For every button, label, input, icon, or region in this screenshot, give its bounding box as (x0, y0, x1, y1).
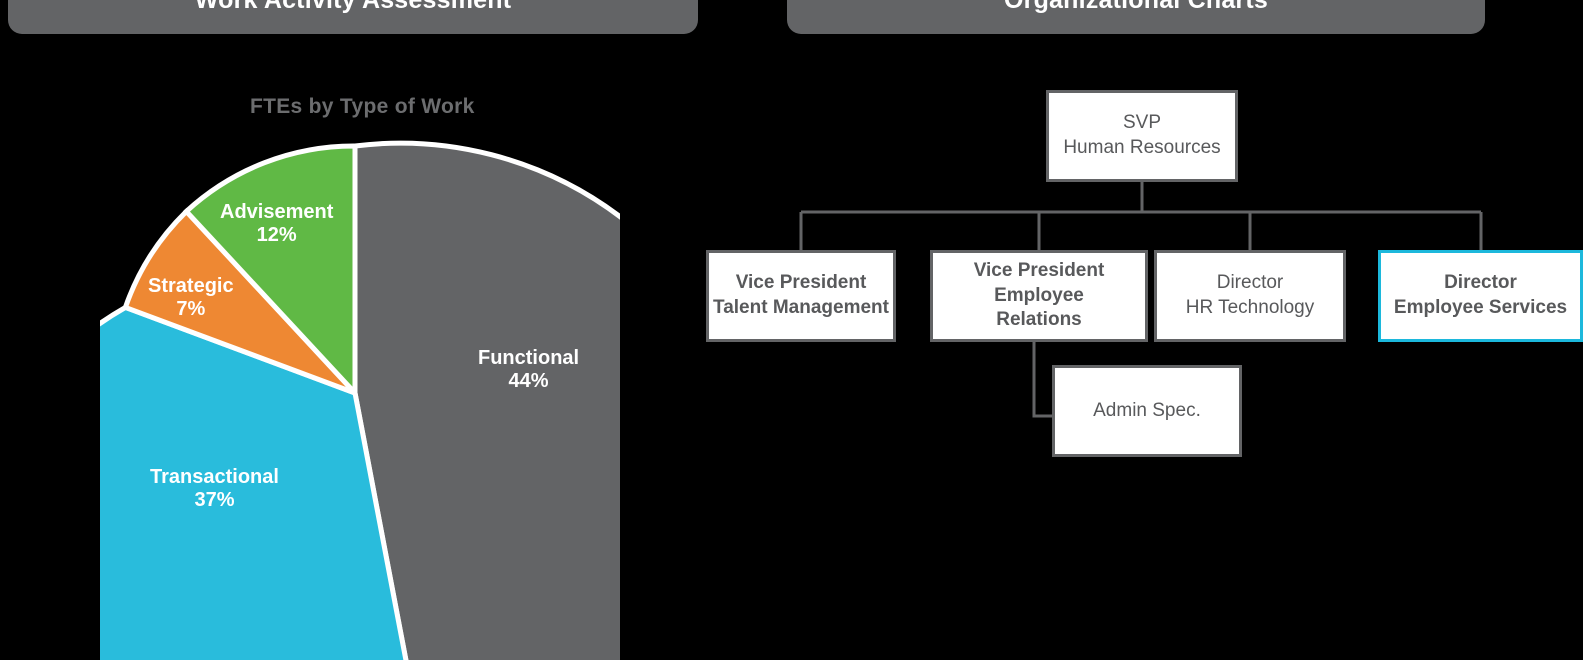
org-node-director-hr-technology-text: Director HR Technology (1186, 271, 1315, 320)
org-node-vice-president-talent-management-text: Vice President Talent Management (713, 271, 889, 320)
org-node-admin-spec-text: Admin Spec. (1093, 399, 1201, 424)
org-node-svp-human-resources[interactable]: SVP Human Resources (1046, 90, 1238, 182)
org-node-admin-spec[interactable]: Admin Spec. (1052, 365, 1242, 457)
org-node-vice-president-talent-management-line2: Talent Management (713, 297, 889, 318)
org-node-vice-president-talent-management-line1: Vice President (735, 272, 867, 294)
pie-chart-svg (100, 140, 620, 660)
pie-slice-advisement[interactable] (182, 143, 358, 400)
org-node-director-employee-services-line2: Employee Services (1393, 297, 1568, 318)
org-node-vice-president-employee-relations-line1: Vice President (973, 259, 1105, 281)
panel-header-work-activity-assessment-label: Work Activity Assessment (195, 0, 512, 15)
org-node-director-employee-services-line1: Director (1444, 272, 1517, 294)
panel-header-organizational-charts: Organizational Charts (787, 0, 1485, 34)
org-node-vice-president-talent-management[interactable]: Vice President Talent Management (706, 250, 896, 342)
pie-slice-transactional[interactable] (100, 304, 446, 660)
org-node-svp-human-resources-line2: Human Resources (1063, 137, 1221, 158)
org-node-director-employee-services-text: Director Employee Services (1394, 271, 1567, 320)
org-node-director-hr-technology-line2: HR Technology (1185, 297, 1315, 318)
org-node-vice-president-employee-relations-line2: Employee (994, 284, 1084, 306)
org-node-director-hr-technology-line1: Director (1216, 272, 1284, 294)
org-node-director-employee-services[interactable]: Director Employee Services (1378, 250, 1583, 342)
org-node-svp-human-resources-line1: SVP (1122, 112, 1162, 134)
connector-vp-employee-relations-to-admin-spec (1032, 342, 1052, 418)
org-node-director-hr-technology[interactable]: Director HR Technology (1154, 250, 1346, 342)
org-node-vice-president-employee-relations-text: Vice President Employee Relations (974, 259, 1105, 333)
org-node-vice-president-employee-relations[interactable]: Vice President Employee Relations (930, 250, 1148, 342)
pie-chart (100, 140, 620, 660)
org-node-admin-spec-line1: Admin Spec. (1093, 399, 1201, 421)
panel-header-organizational-charts-label: Organizational Charts (1004, 0, 1268, 15)
panel-header-work-activity-assessment: Work Activity Assessment (8, 0, 698, 34)
org-node-vice-president-employee-relations-line3: Relations (996, 309, 1082, 331)
org-chart-connector-lines (799, 182, 1483, 418)
pie-slice-functional[interactable] (352, 140, 620, 660)
org-chart: SVP Human Resources Vice President Talen… (700, 60, 1583, 510)
org-node-svp-human-resources-text: SVP Human Resources (1063, 111, 1220, 160)
pie-chart-title: FTEs by Type of Work (250, 95, 475, 118)
